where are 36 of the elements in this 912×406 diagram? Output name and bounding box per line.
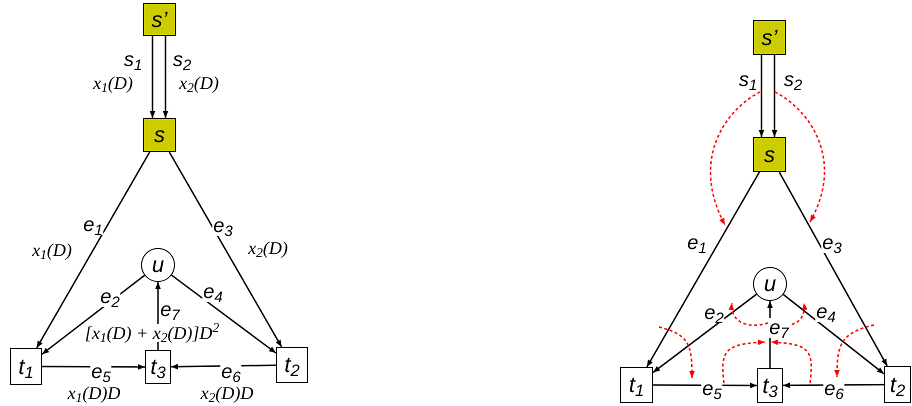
node-box: t$_{3}$ — [757, 368, 783, 403]
arrow — [162, 36, 168, 118]
source-box: s’ — [753, 20, 786, 55]
arrow — [652, 294, 757, 374]
arrow — [782, 294, 884, 374]
flow-expression: x$_{1}$(D) — [31, 241, 73, 259]
source-box: s — [753, 137, 786, 172]
arrow — [171, 274, 276, 354]
edge-label: e$_{6}$ — [220, 362, 242, 382]
arrow — [646, 172, 760, 368]
arrow — [168, 152, 282, 348]
arrow — [42, 274, 145, 355]
node-box: t$_{2}$ — [276, 347, 308, 383]
node-box: t$_{2}$ — [884, 366, 911, 403]
node-box: t$_{1}$ — [10, 348, 42, 385]
flow-expression: x$_{2}$(D) — [247, 239, 289, 257]
arrow — [36, 152, 150, 348]
flow-expression: x$_{1}$(D) — [92, 74, 134, 92]
arrow — [758, 55, 764, 137]
source-box: s — [143, 118, 176, 152]
flow-expression: [x$_{1}$(D) + x$_{2}$(D)]D$^{2}$ — [84, 324, 220, 342]
flow-expression: x$_{2}$(D) — [178, 74, 220, 92]
arrow — [42, 364, 145, 370]
node-box: t$_{3}$ — [145, 350, 171, 384]
arrow — [778, 172, 888, 366]
arrow — [767, 301, 773, 368]
arrow — [170, 364, 276, 370]
arrow — [772, 55, 778, 137]
flow-expression: x$_{2}$(D)D — [200, 384, 254, 402]
node-box: t$_{1}$ — [620, 367, 653, 403]
arrow — [783, 382, 884, 388]
source-box: s’ — [143, 3, 176, 36]
edge-label: e$_{7}$ — [768, 318, 790, 338]
flow-expression: x$_{1}$(D)D — [66, 384, 122, 402]
arrow — [653, 382, 757, 388]
arrow — [150, 36, 156, 118]
